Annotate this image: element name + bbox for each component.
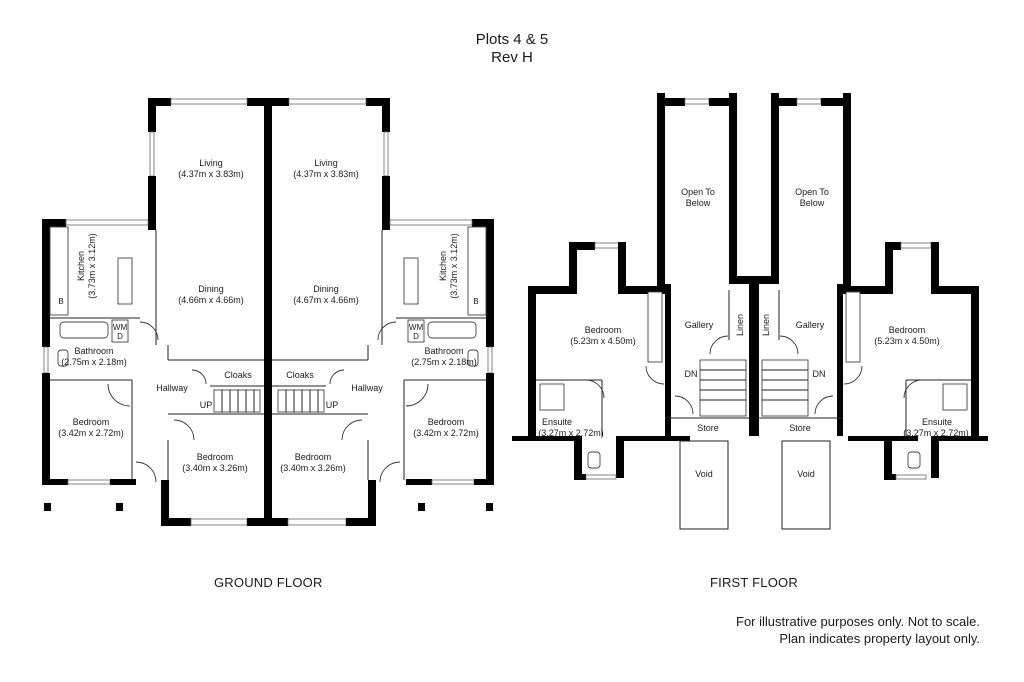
ground-floor-label: GROUND FLOOR	[214, 575, 323, 590]
wm-left-label: WM	[113, 323, 128, 332]
bathroom-left-label: Bathroom	[74, 346, 113, 356]
living-window-right	[288, 98, 367, 105]
dn-left-label: DN	[685, 369, 698, 379]
open-left-line1: Open To	[681, 187, 715, 197]
bedroom-front-right-dims: (3.40m x 3.26m)	[280, 463, 346, 473]
first-stairs-left	[699, 359, 747, 417]
bath-left	[59, 321, 109, 339]
bedroom-side-right-dims: (3.42m x 2.72m)	[413, 428, 479, 438]
shower-left	[539, 383, 565, 411]
kitchen-worktop-left	[49, 226, 69, 316]
wm-right-label: WM	[409, 323, 424, 332]
dining-right-dims: (4.67m x 4.66m)	[293, 295, 359, 305]
wm-box-right	[407, 319, 425, 343]
plan-title: Plots 4 & 5	[475, 31, 549, 48]
shower-right	[942, 383, 968, 411]
bath-right	[427, 321, 477, 339]
bedroom-first-left-label: Bedroom	[585, 325, 622, 335]
hob-right	[403, 257, 419, 305]
hallway-left-label: Hallway	[156, 383, 188, 393]
disclaimer-line1: For illustrative purposes only. Not to s…	[736, 614, 980, 629]
party-wall	[264, 98, 272, 526]
open-left-line2: Below	[686, 198, 711, 208]
dn-right-label: DN	[813, 369, 826, 379]
up-right-label: UP	[326, 400, 339, 410]
hallway-right-label: Hallway	[351, 383, 383, 393]
wardrobe-left	[647, 291, 663, 363]
gallery-right-label: Gallery	[796, 320, 825, 330]
hob-left	[117, 257, 133, 305]
b-left-label: B	[58, 297, 63, 306]
bedroom-side-left-dims: (3.42m x 2.72m)	[58, 428, 124, 438]
gallery-left-label: Gallery	[685, 320, 714, 330]
cloaks-left-label: Cloaks	[224, 370, 252, 380]
open-right-line1: Open To	[795, 187, 829, 197]
d-right-label: D	[413, 332, 419, 341]
bathroom-right-dims: (2.75m x 2.18m)	[411, 357, 477, 367]
living-left-label: Living	[199, 158, 223, 168]
dining-right-label: Dining	[313, 284, 339, 294]
kitchen-right-dims: (3.73m x 3.12m)	[449, 233, 459, 299]
first-floor-plan	[512, 93, 988, 530]
living-left-dims: (4.37m x 3.83m)	[178, 169, 244, 179]
first-wc-right	[907, 451, 921, 469]
first-floor-label: FIRST FLOOR	[710, 575, 798, 590]
bathroom-right-label: Bathroom	[424, 346, 463, 356]
bedroom-first-right-label: Bedroom	[889, 325, 926, 335]
kitchen-right-label: Kitchen	[438, 251, 448, 281]
ensuite-right-dims: (3.27m x 2.72m)	[903, 428, 969, 438]
first-stairs-right	[761, 359, 809, 417]
void-left-label: Void	[695, 469, 713, 479]
bathroom-left-dims: (2.75m x 2.18m)	[61, 357, 127, 367]
wardrobe-right	[845, 291, 861, 363]
wc-left	[57, 349, 69, 367]
kitchen-left-dims: (3.73m x 3.12m)	[87, 233, 97, 299]
linen-right-label: Linen	[761, 314, 771, 336]
living-right-dims: (4.37m x 3.83m)	[293, 169, 359, 179]
dining-left-dims: (4.66m x 4.66m)	[178, 295, 244, 305]
store-left-label: Store	[697, 423, 719, 433]
kitchen-worktop-right	[467, 226, 487, 316]
ensuite-left-label: Ensuite	[542, 417, 572, 427]
stairs-right	[277, 389, 325, 413]
b-right-label: B	[473, 297, 478, 306]
ensuite-left-dims: (3.27m x 2.72m)	[538, 428, 604, 438]
bedroom-side-right-label: Bedroom	[428, 417, 465, 427]
living-window-left	[170, 98, 248, 105]
stairs-left	[213, 389, 261, 413]
wm-box-left	[111, 319, 129, 343]
ensuite-right-label: Ensuite	[922, 417, 952, 427]
plan-revision: Rev H	[491, 49, 533, 66]
disclaimer-line2: Plan indicates property layout only.	[779, 631, 980, 646]
bedroom-front-left-dims: (3.40m x 3.26m)	[182, 463, 248, 473]
cloaks-right-label: Cloaks	[286, 370, 314, 380]
bedroom-first-left-dims: (5.23m x 4.50m)	[570, 336, 636, 346]
open-right-line2: Below	[800, 198, 825, 208]
linen-left-label: Linen	[735, 314, 745, 336]
bedroom-first-right-dims: (5.23m x 4.50m)	[874, 336, 940, 346]
d-left-label: D	[117, 332, 123, 341]
bedroom-front-left-label: Bedroom	[197, 452, 234, 462]
up-left-label: UP	[200, 400, 213, 410]
bedroom-front-right-label: Bedroom	[295, 452, 332, 462]
first-wc-left	[587, 451, 601, 469]
ground-floor-plan	[42, 98, 494, 526]
store-right-label: Store	[789, 423, 811, 433]
bedroom-side-left-label: Bedroom	[73, 417, 110, 427]
dining-left-label: Dining	[198, 284, 224, 294]
wc-right	[467, 349, 479, 367]
living-right-label: Living	[314, 158, 338, 168]
void-right-label: Void	[797, 469, 815, 479]
kitchen-left-label: Kitchen	[76, 251, 86, 281]
